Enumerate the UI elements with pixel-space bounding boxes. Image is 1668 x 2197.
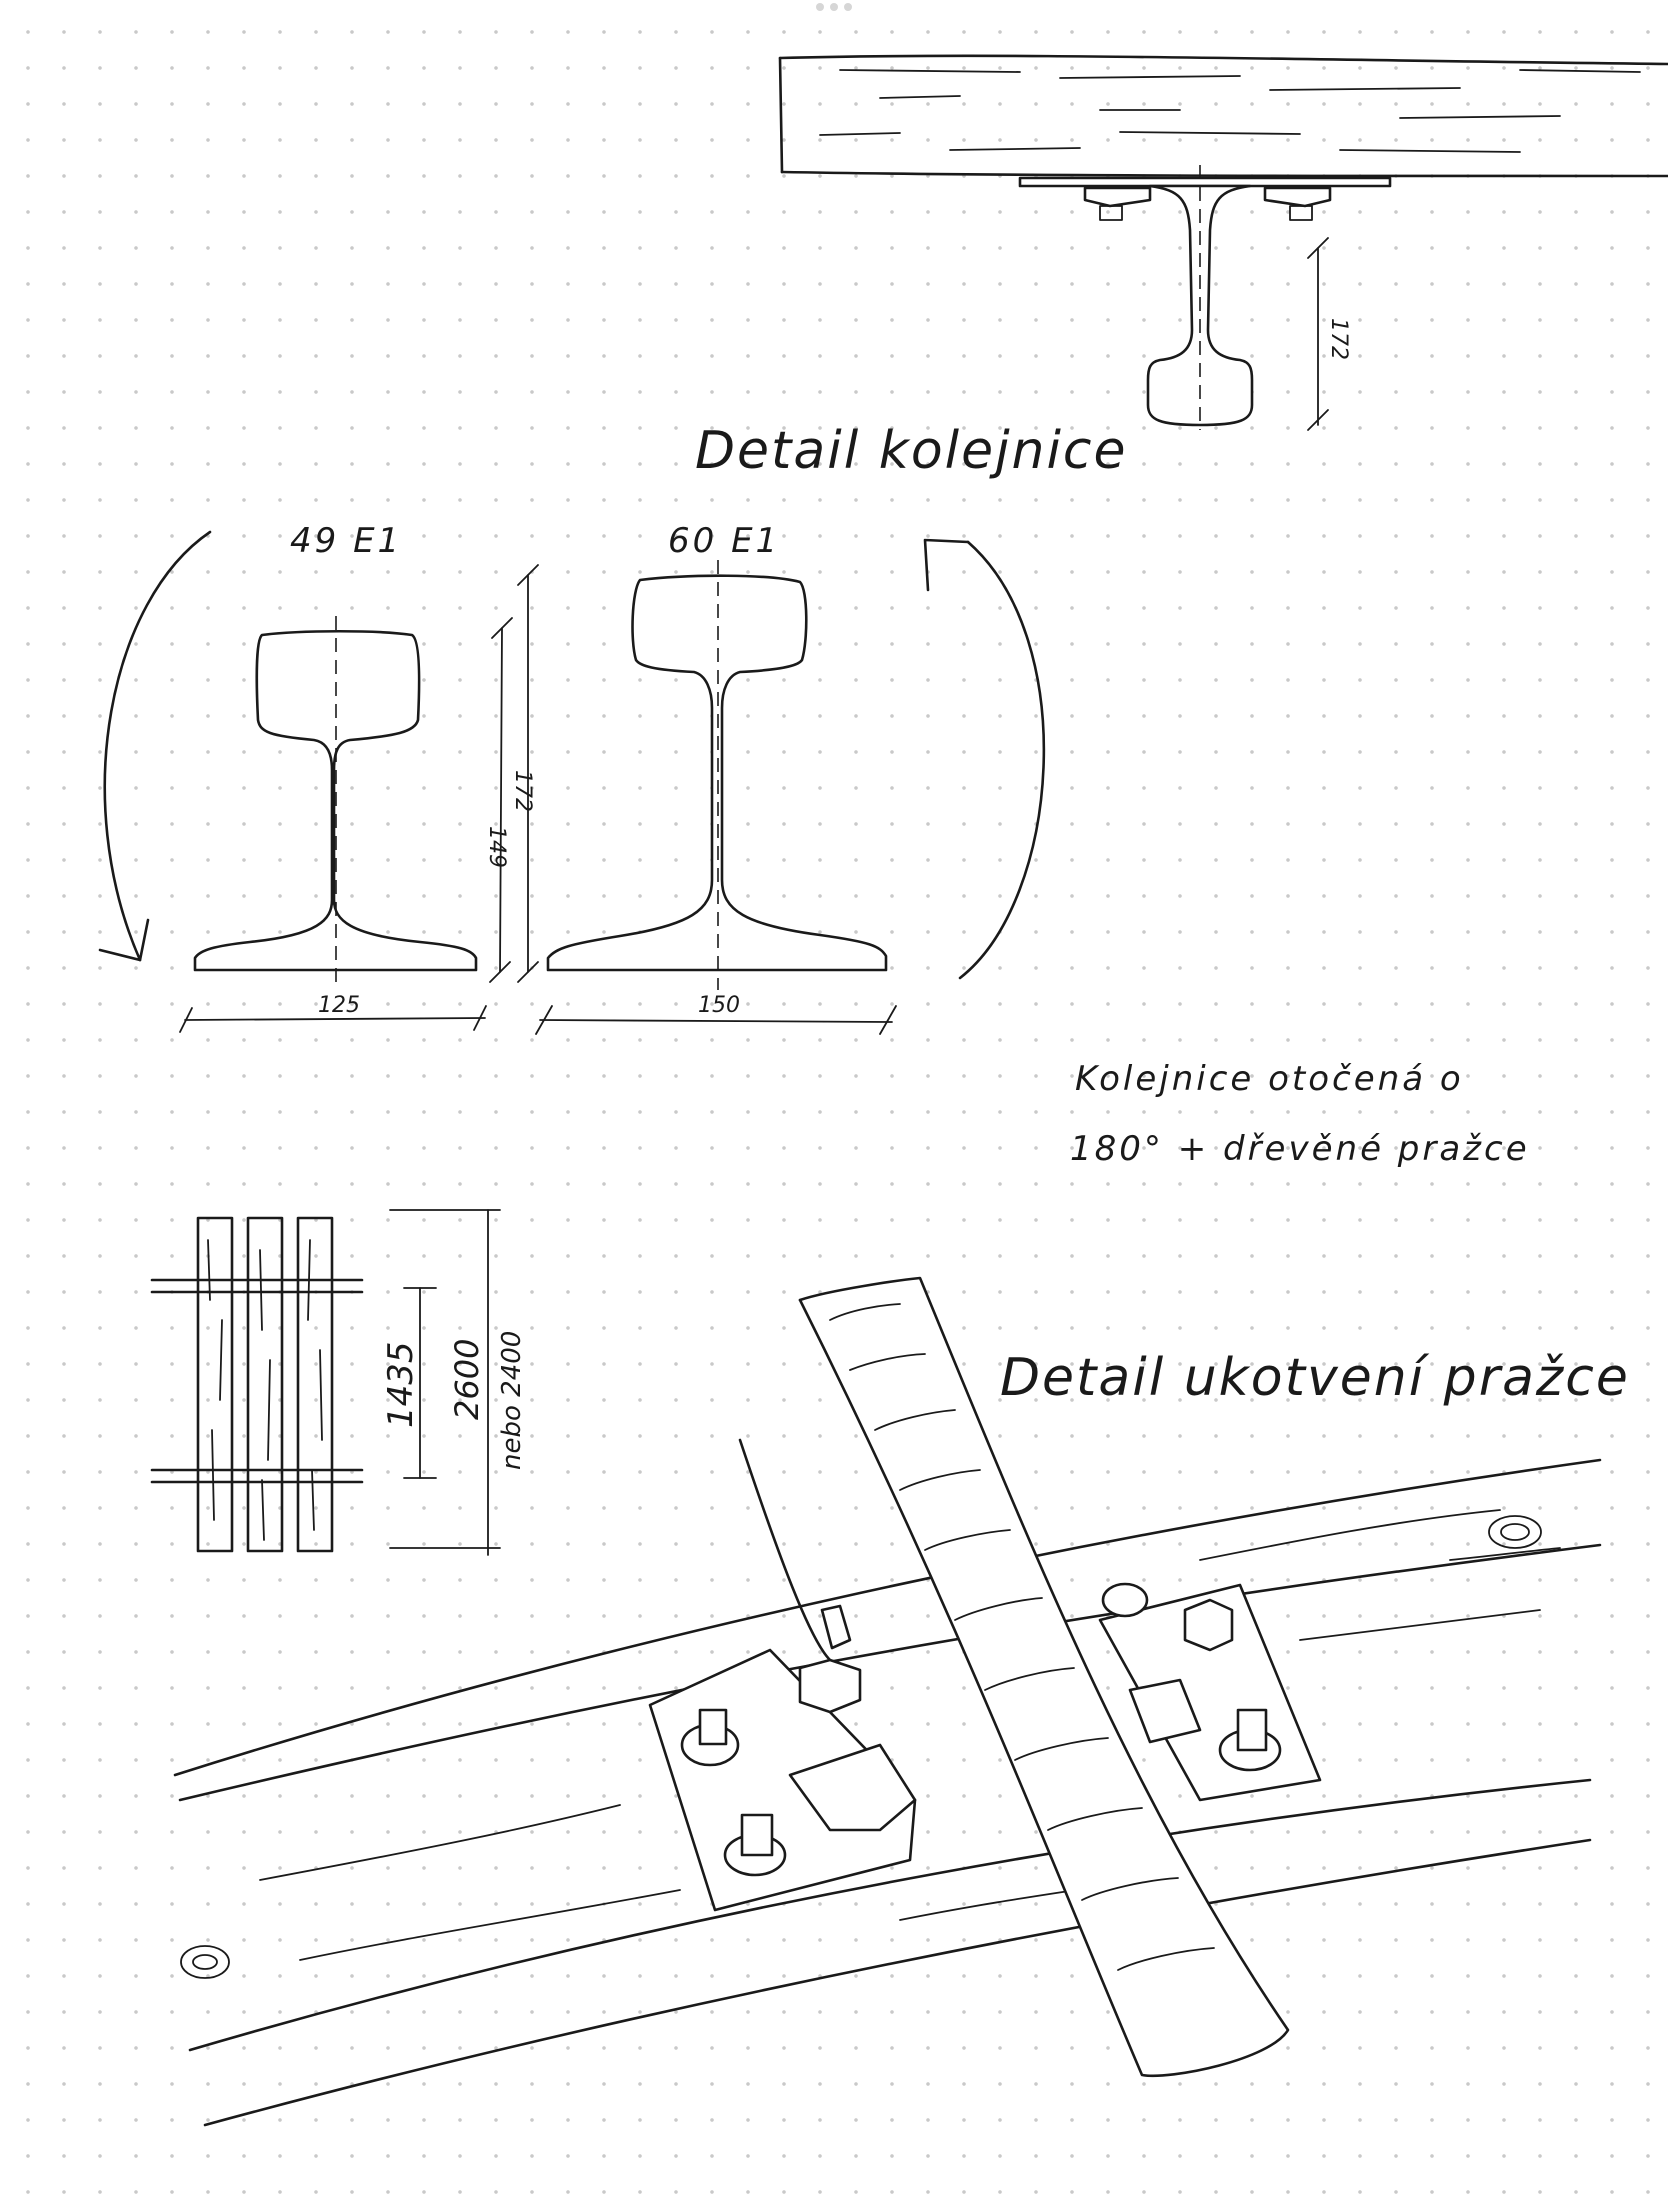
note-line-2: 180° + dřevěné pražce: [1070, 1129, 1530, 1169]
rail-detail-title: Detail kolejnice: [695, 421, 1128, 481]
sleeper-length-label: 2600: [448, 1339, 486, 1420]
rail-60e1-width: 150: [698, 993, 740, 1018]
rail-49e1-profile: [193, 629, 478, 972]
rail-60e1-height: 172: [510, 770, 535, 812]
track-gauge-label: 1435: [381, 1341, 421, 1428]
rail-60e1-profile: [546, 574, 888, 972]
rotation-arrow-left: [103, 530, 212, 962]
rail-49e1-height: 149: [484, 826, 509, 868]
rail-49e1-width: 125: [318, 993, 360, 1018]
note-line-1: Kolejnice otočená o: [1075, 1059, 1464, 1099]
rail-60e1-label: 60 E1: [668, 521, 780, 561]
anchor-perspective-sketch: [173, 1276, 1602, 2127]
rail-49e1-label: 49 E1: [290, 521, 402, 561]
anchor-detail-title: Detail ukotvení pražce: [1000, 1348, 1630, 1408]
top-beam-detail: 172: [778, 54, 1668, 431]
track-plan: 1435 2600 nebo 2400: [150, 1209, 527, 1556]
rotation-arrow-right: [958, 540, 1046, 980]
sleeper-alt-label: nebo 2400: [497, 1331, 527, 1470]
top-center-dots: [812, 0, 856, 19]
rail-profiles: 49 E1 60 E1 149 172 125 150: [98, 521, 1046, 1035]
top-height-label: 172: [1326, 318, 1351, 360]
